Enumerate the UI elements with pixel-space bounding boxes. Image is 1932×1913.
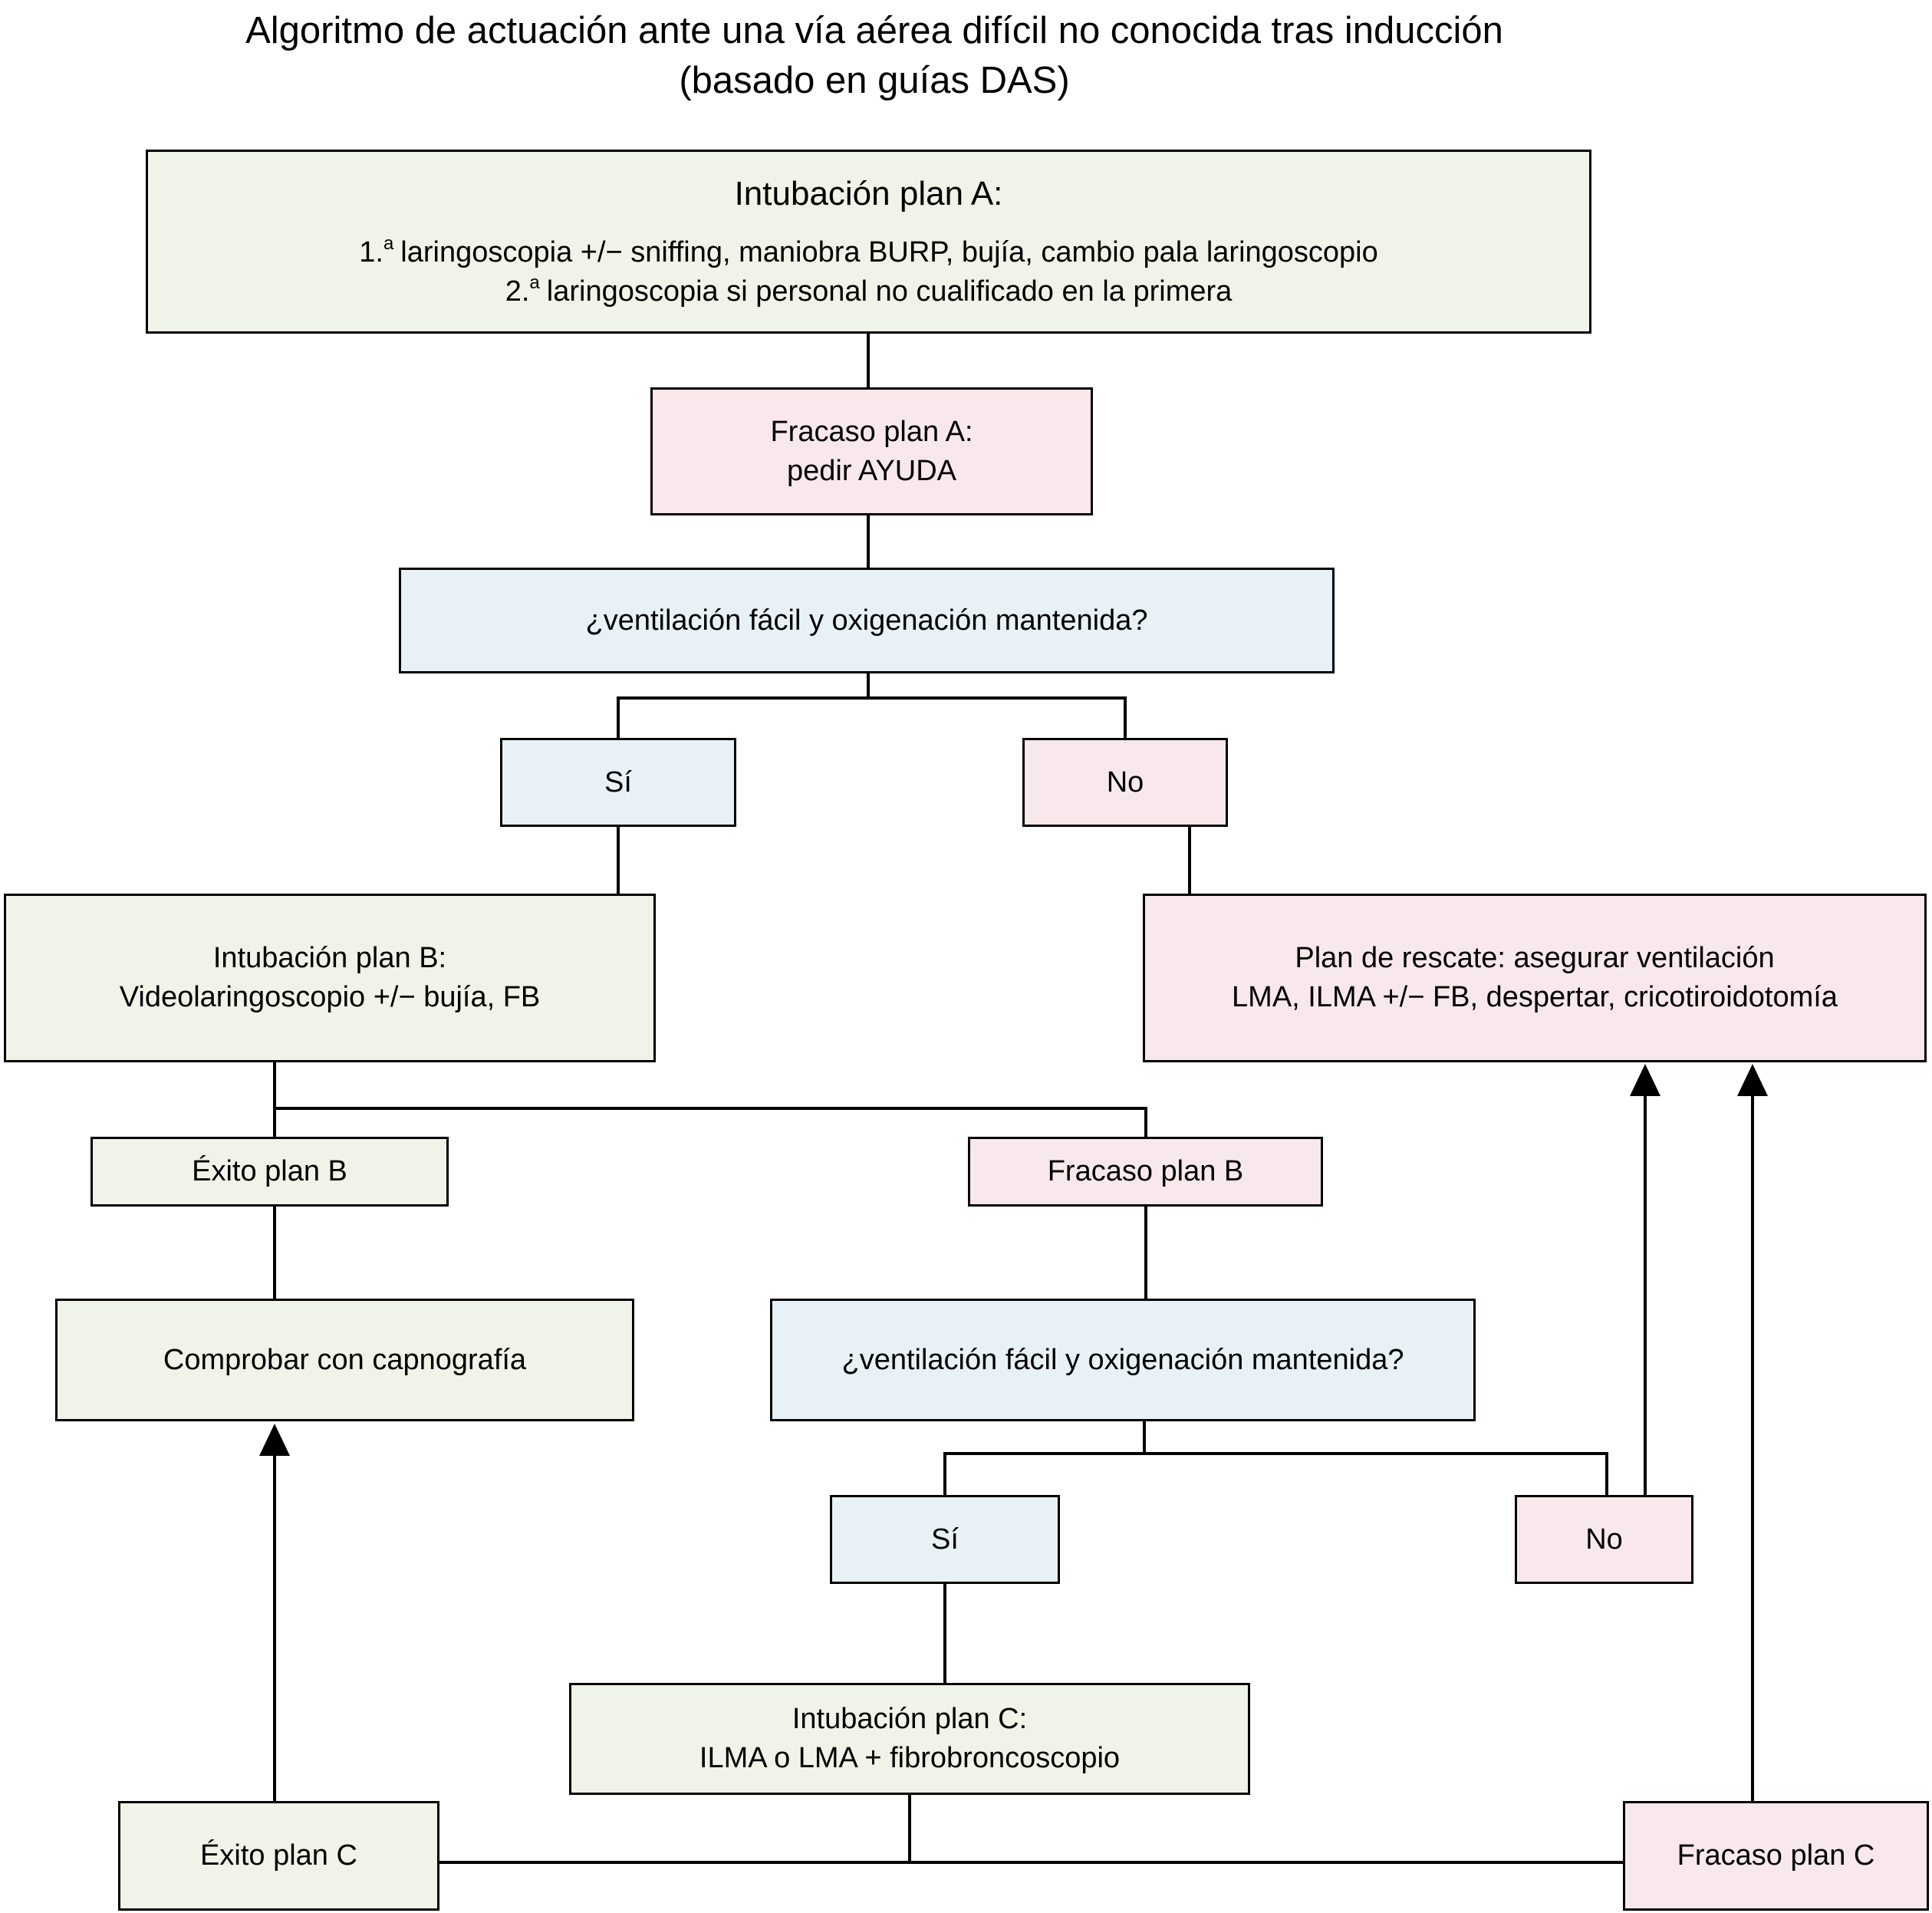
arrowhead-exitoc-to-comprobar (259, 1424, 290, 1456)
fracaso-a-line1: Fracaso plan A: (770, 415, 973, 448)
connector-question2-bar3 (1143, 1421, 1146, 1454)
connector-bar3-yes2 (943, 1452, 946, 1495)
yes-2-label: Sí (931, 1523, 959, 1556)
connector-bar2-exitob (273, 1107, 276, 1137)
connector-bar1-yes1 (617, 696, 620, 738)
connector-bar3-no2 (1605, 1452, 1608, 1495)
arrow-line-fracasoc-to-rescate (1751, 1093, 1754, 1801)
arrowhead-no2-to-rescate (1630, 1064, 1660, 1096)
bottom-connector-bar (439, 1861, 1623, 1864)
node-plan-de-rescate: Plan de rescate: asegurar ventilación LM… (1143, 894, 1927, 1062)
node-no-2: No (1515, 1495, 1693, 1584)
figure-title: Algoritmo de actuación ante una vía aére… (0, 6, 1749, 105)
node-fracaso-plan-c: Fracaso plan C (1623, 1801, 1929, 1911)
branch-bar-1 (617, 696, 1127, 700)
rescate-line2: LMA, ILMA +/− FB, despertar, cricotiroid… (1232, 981, 1838, 1013)
plan-b-line2: Videolaringoscopio +/− bujía, FB (119, 981, 541, 1013)
branch-bar-3 (943, 1452, 1608, 1455)
plan-a-heading: Intubación plan A: (734, 175, 1003, 213)
arrow-line-no2-to-rescate (1644, 1093, 1647, 1495)
no-2-label: No (1585, 1523, 1623, 1556)
connector-planb-bar2 (273, 1062, 276, 1108)
plan-c-line2: ILMA o LMA + fibrobroncoscopio (699, 1742, 1121, 1774)
branch-bar-2 (273, 1107, 1147, 1110)
fracaso-b-label: Fracaso plan B (1047, 1155, 1244, 1188)
connector-fracasoa-question1 (867, 515, 870, 568)
connector-planc-bar4 (908, 1795, 911, 1864)
connector-plana-fracasoa (867, 334, 870, 387)
node-exito-plan-b: Éxito plan B (91, 1137, 449, 1207)
comprobar-label: Comprobar con capnografía (163, 1343, 527, 1376)
plan-b-line1: Intubación plan B: (212, 942, 447, 975)
node-exito-plan-c: Éxito plan C (118, 1801, 439, 1911)
connector-bar1-no1 (1124, 696, 1127, 738)
node-comprobar-capnografia: Comprobar con capnografía (55, 1299, 634, 1421)
question-2-label: ¿ventilación fácil y oxigenación manteni… (841, 1343, 1404, 1376)
connector-exitob-comprobar (273, 1207, 276, 1299)
node-intubacion-plan-b: Intubación plan B: Videolaringoscopio +/… (4, 894, 656, 1062)
fracaso-c-label: Fracaso plan C (1677, 1839, 1875, 1872)
no-1-label: No (1106, 766, 1144, 798)
node-no-1: No (1022, 738, 1228, 827)
plan-c-line1: Intubación plan C: (792, 1703, 1028, 1736)
node-question-ventilacion-1: ¿ventilación fácil y oxigenación manteni… (399, 568, 1335, 673)
connector-no1-rescate (1188, 827, 1191, 894)
arrowhead-fracasoc-to-rescate (1737, 1064, 1768, 1096)
node-yes-2: Sí (830, 1495, 1060, 1584)
exito-c-label: Éxito plan C (200, 1839, 357, 1872)
question-1-label: ¿ventilación fácil y oxigenación manteni… (585, 604, 1148, 637)
fracaso-a-line2: pedir AYUDA (786, 454, 957, 487)
figure-title-line2: (basado en guías DAS) (679, 59, 1070, 101)
figure-title-line1: Algoritmo de actuación ante una vía aére… (245, 10, 1503, 51)
node-fracaso-plan-a: Fracaso plan A: pedir AYUDA (650, 387, 1093, 515)
connector-fracasob-question2 (1144, 1207, 1147, 1299)
rescate-line1: Plan de rescate: asegurar ventilación (1295, 942, 1775, 975)
node-yes-1: Sí (500, 738, 736, 827)
yes-1-label: Sí (604, 766, 632, 798)
connector-yes2-planc (943, 1584, 946, 1683)
node-question-ventilacion-2: ¿ventilación fácil y oxigenación manteni… (770, 1299, 1476, 1421)
node-intubacion-plan-c: Intubación plan C: ILMA o LMA + fibrobro… (569, 1683, 1250, 1795)
arrow-line-exitoc-to-comprobar (273, 1453, 276, 1801)
connector-bar2-fracasob (1144, 1107, 1147, 1137)
node-fracaso-plan-b: Fracaso plan B (968, 1137, 1323, 1207)
connector-yes1-planb (617, 827, 620, 894)
connector-question1-bar1 (867, 673, 870, 698)
exito-b-label: Éxito plan B (192, 1155, 347, 1188)
